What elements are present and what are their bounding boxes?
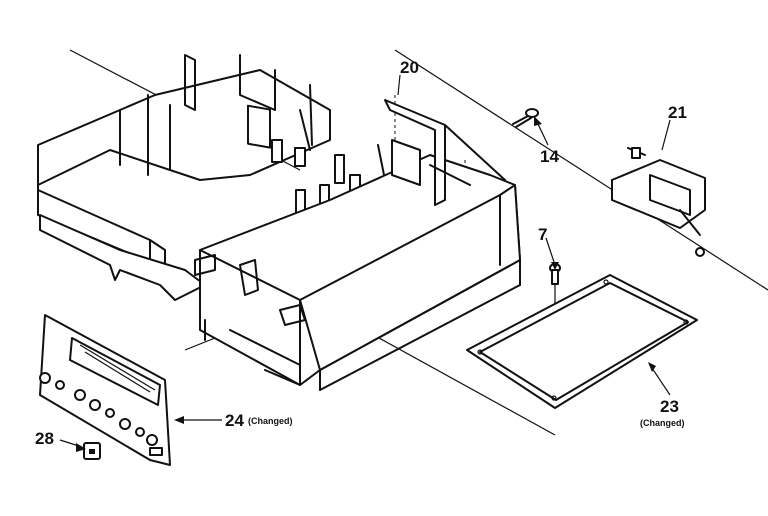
callout-24: 24 xyxy=(225,411,244,430)
callout-21: 21 xyxy=(668,103,687,122)
callout-28: 28 xyxy=(35,429,54,448)
cover-plate-part-23 xyxy=(466,274,698,409)
callout-23-note: (Changed) xyxy=(640,418,685,428)
callout-labels: 20 21 14 7 23 (Changed) 24 (Changed) 28 xyxy=(35,58,687,448)
callout-20: 20 xyxy=(400,58,419,77)
callout-14: 14 xyxy=(540,147,559,166)
screw-part-14 xyxy=(512,108,539,128)
callout-23: 23 xyxy=(660,397,679,416)
callout-24-note: (Changed) xyxy=(248,416,293,426)
circuit-board-part-24 xyxy=(39,314,171,466)
callout-leaders xyxy=(59,74,671,452)
callout-7: 7 xyxy=(538,225,547,244)
main-bracket xyxy=(194,99,521,391)
chassis-body xyxy=(37,54,331,301)
module-part-21 xyxy=(611,147,706,257)
knob-part-28 xyxy=(83,442,101,460)
